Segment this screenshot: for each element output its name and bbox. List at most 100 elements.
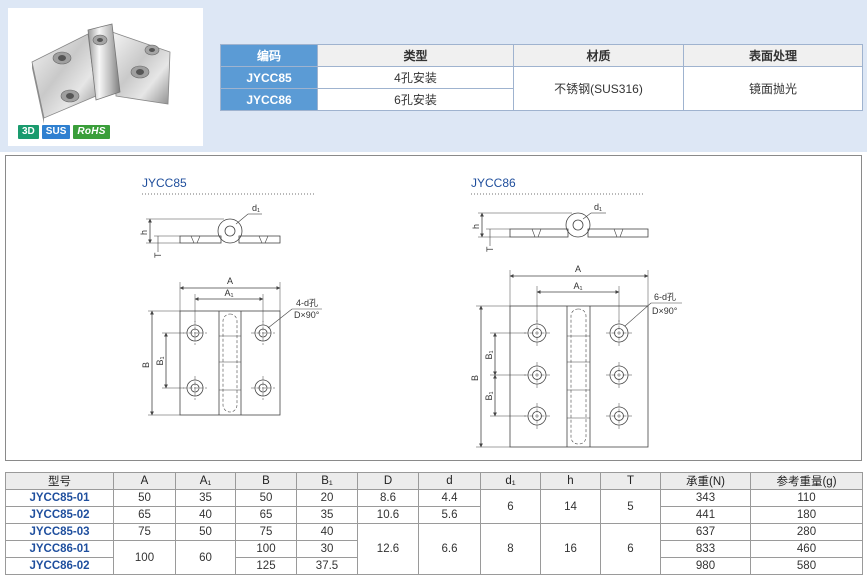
cell-a1: 35 — [175, 489, 236, 507]
drawing-jycc86: JYCC86 d₁ h T — [470, 176, 682, 448]
drawing-title: JYCC85 — [142, 176, 187, 190]
mounting-hole — [606, 403, 632, 429]
cell-model: JYCC86-01 — [5, 540, 114, 558]
header-a1: A₁ — [175, 472, 236, 490]
mounting-hole — [524, 362, 550, 388]
badge-3d: 3D — [18, 125, 39, 139]
cell-model: JYCC86-02 — [5, 557, 114, 575]
table-row: JYCC86-02 125 37.5 980 580 — [5, 557, 863, 575]
mounting-hole — [251, 376, 275, 400]
table-row: JYCC85-01 50 35 50 20 8.6 4.4 6 14 5 343… — [5, 489, 863, 524]
header-model: 型号 — [5, 472, 114, 490]
cell-b: 75 — [235, 523, 297, 541]
label-b1: B₁ — [484, 391, 494, 400]
label-a1: A₁ — [224, 288, 233, 298]
cell-d-lower: 5.6 — [418, 506, 481, 524]
cell-weight: 580 — [750, 557, 863, 575]
cell-model: JYCC85-03 — [5, 523, 114, 541]
spec-header-row: 编码 类型 材质 表面处理 — [220, 44, 863, 67]
cell-a: 50 — [113, 489, 176, 507]
mounting-hole — [606, 320, 632, 346]
label-h: h — [471, 224, 481, 229]
cell-t: 6 — [600, 523, 661, 575]
cell-weight: 460 — [750, 540, 863, 558]
cell-load: 637 — [660, 523, 751, 541]
label-a: A — [575, 264, 581, 274]
label-hole-count: 6-d孔 — [654, 292, 676, 302]
cell-b: 125 — [235, 557, 297, 575]
label-hole-count: 4-d孔 — [296, 298, 318, 308]
cell-b1: 20 — [296, 489, 358, 507]
badge-sus: SUS — [41, 125, 71, 139]
header-weight: 参考重量(g) — [750, 472, 863, 490]
cell-a1: 60 — [175, 540, 236, 575]
front-view — [148, 282, 322, 416]
header-d-lower: d — [418, 472, 481, 490]
mounting-hole — [524, 403, 550, 429]
product-photo: 3D SUS RoHS — [8, 8, 203, 146]
cell-load: 980 — [660, 557, 751, 575]
label-countersink: D×90° — [652, 306, 678, 316]
badge-rohs: RoHS — [73, 125, 110, 139]
label-a: A — [227, 276, 233, 286]
mounting-hole — [183, 376, 207, 400]
cell-b: 65 — [235, 506, 297, 524]
spec-row: JYCC85 4孔安装 不锈钢(SUS316) 镜面抛光 — [220, 66, 863, 111]
cell-b1: 35 — [296, 506, 358, 524]
cell-a1: 50 — [175, 523, 236, 541]
header-b: B — [235, 472, 297, 490]
cell-b: 100 — [235, 540, 297, 558]
label-b: B — [470, 375, 480, 381]
cell-weight: 110 — [750, 489, 863, 507]
technical-drawing-panel — [5, 155, 862, 461]
cell-d-upper: 12.6 — [357, 523, 419, 575]
side-view — [478, 212, 649, 246]
dim-header-row: 型号 A A₁ B B₁ D d d₁ h T 承重(N) 参考重量(g) — [5, 472, 863, 490]
label-a1: A₁ — [573, 281, 582, 291]
label-h: h — [139, 230, 149, 235]
cell-load: 343 — [660, 489, 751, 507]
cell-a1: 40 — [175, 506, 236, 524]
certification-badges: 3D SUS RoHS — [18, 125, 110, 139]
label-b: B — [141, 362, 151, 368]
header-a: A — [113, 472, 176, 490]
cell-d-lower: 6.6 — [418, 523, 481, 575]
header-load: 承重(N) — [660, 472, 751, 490]
table-row: JYCC86-01 100 60 100 30 833 460 — [5, 540, 863, 575]
drawing-title: JYCC86 — [471, 176, 516, 190]
header-h: h — [540, 472, 601, 490]
mounting-hole — [606, 362, 632, 388]
cell-d-lower: 4.4 — [418, 489, 481, 507]
cell-b1: 37.5 — [296, 557, 358, 575]
label-d1: d₁ — [594, 202, 602, 212]
cell-d1: 6 — [480, 489, 541, 524]
spec-type: 4孔安装 — [317, 66, 514, 89]
spec-header-finish: 表面处理 — [683, 44, 863, 67]
table-row: JYCC85-02 65 40 65 35 10.6 5.6 441 180 — [5, 506, 863, 524]
technical-drawings: JYCC85 d₁ h T — [139, 176, 682, 448]
cell-b1: 40 — [296, 523, 358, 541]
spec-header-type: 类型 — [317, 44, 514, 67]
spec-material: 不锈钢(SUS316) — [513, 66, 684, 111]
cell-model: JYCC85-01 — [5, 489, 114, 507]
header-t: T — [600, 472, 661, 490]
mounting-hole — [183, 321, 207, 345]
product-header-panel: 3D SUS RoHS 编码 类型 材质 表面处理 JYCC85 4孔安装 不锈… — [0, 0, 867, 152]
drawing-jycc85: JYCC85 d₁ h T — [139, 176, 322, 416]
table-row: JYCC85-03 75 50 75 40 12.6 6.6 8 16 6 63… — [5, 523, 863, 575]
spec-row: JYCC86 6孔安装 — [220, 88, 863, 111]
label-countersink: D×90° — [294, 310, 320, 320]
label-b1: B₁ — [484, 350, 494, 359]
spec-table: 编码 类型 材质 表面处理 JYCC85 4孔安装 不锈钢(SUS316) 镜面… — [220, 44, 863, 111]
cell-t: 5 — [600, 489, 661, 524]
spec-finish: 镜面抛光 — [683, 66, 863, 111]
label-t: T — [153, 252, 163, 258]
header-d-upper: D — [357, 472, 419, 490]
header-b1: B₁ — [296, 472, 358, 490]
cell-a: 75 — [113, 523, 176, 541]
cell-h: 16 — [540, 523, 601, 575]
spec-code: JYCC86 — [220, 88, 318, 111]
cell-b1: 30 — [296, 540, 358, 558]
cell-load: 441 — [660, 506, 751, 524]
spec-header-code: 编码 — [220, 44, 318, 67]
